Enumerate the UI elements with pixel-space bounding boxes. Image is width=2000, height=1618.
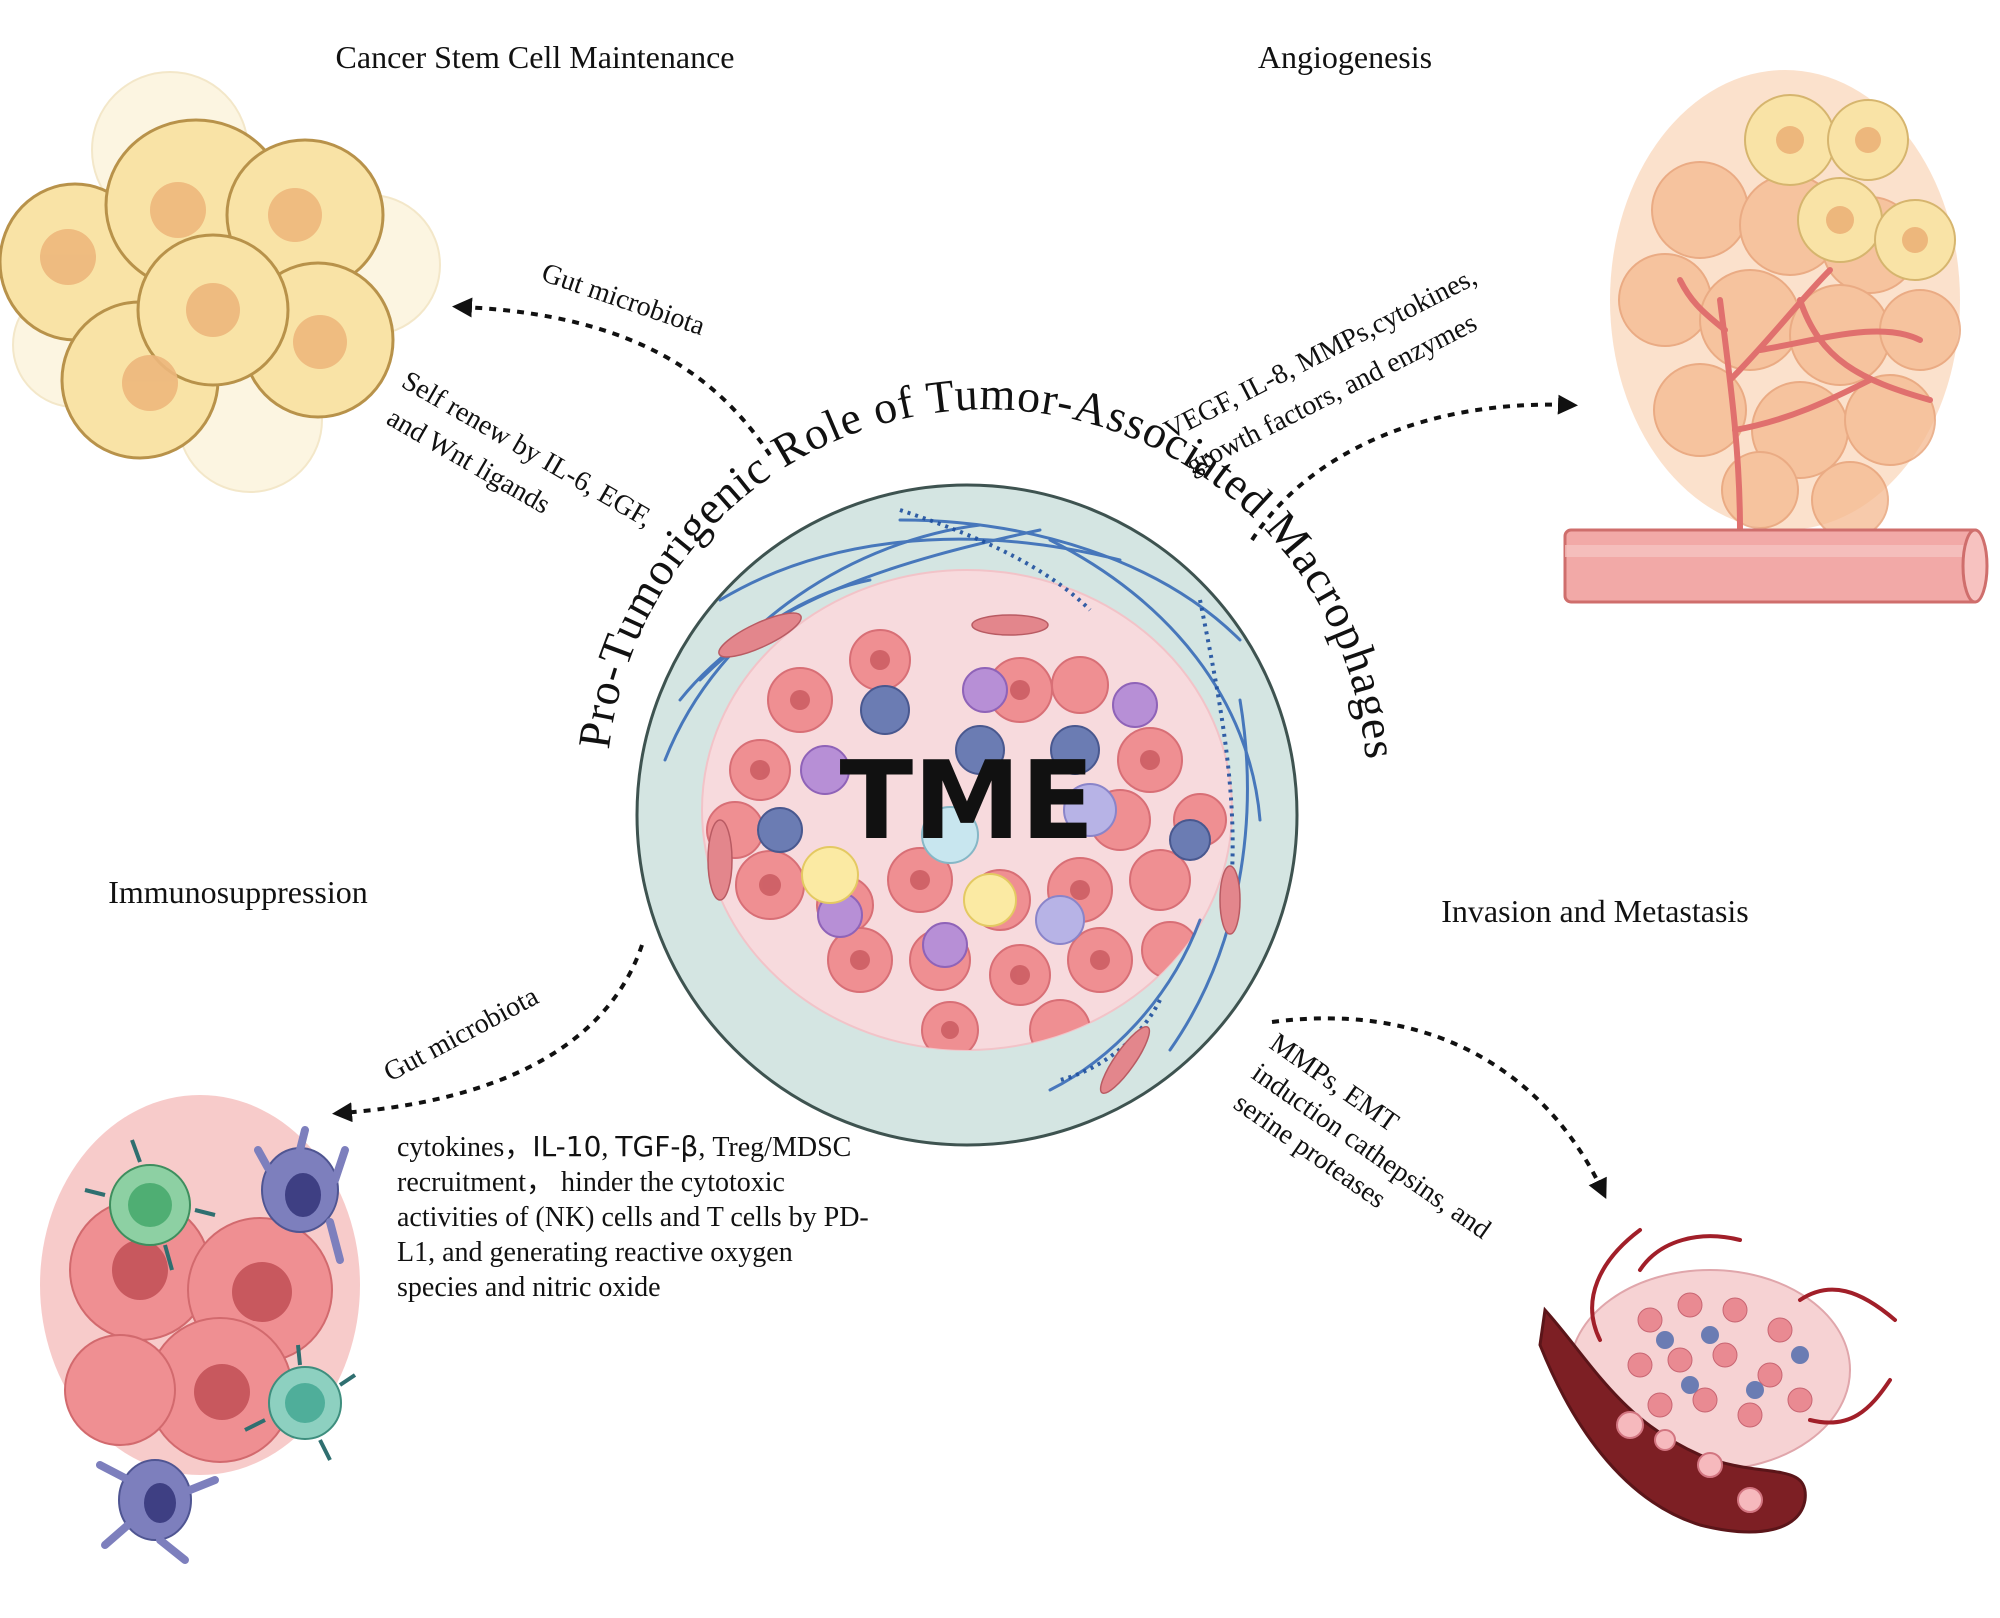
immunosuppression-heading: Immunosuppression [108,874,368,910]
angiogenesis-heading: Angiogenesis [1258,39,1432,75]
cancer-stem-cell-cluster [0,71,441,493]
t-cell-icon [244,1344,357,1461]
arrow-to-immunosuppression [332,944,644,1123]
immunosuppression-description: cytokines，IL-10, TGF-β, Treg/MDSC recrui… [397,1130,869,1303]
immuno-description-line-5: species and nitric oxide [397,1272,661,1303]
invasion-illustration [1538,1228,1897,1534]
immuno-description-line-1: cytokines，IL-10, TGF-β, Treg/MDSC [397,1130,851,1163]
tme-label: TME [840,739,1095,864]
tme-circle: TME [635,483,1299,1147]
dendritic-cell-icon [254,1126,349,1264]
angiogenesis-illustration [1563,70,1989,604]
immuno-description-line-2: recruitment， hinder the cytotoxic [397,1167,785,1198]
invasion-heading: Invasion and Metastasis [1441,893,1749,929]
t-cell-icon [84,1139,216,1271]
arrow-to-angiogenesis [1250,394,1578,542]
immunosuppression-microbiota-label: Gut microbiota [379,981,544,1089]
immuno-description-line-4: L1, and generating reactive oxygen [397,1237,793,1268]
cancer-stem-microbiota-label: Gut microbiota [538,257,710,342]
arrow-to-invasion [1271,1016,1607,1200]
dendritic-cell-icon [96,1459,219,1564]
cancer-stem-heading: Cancer Stem Cell Maintenance [336,39,735,75]
immuno-description-line-3: activities of (NK) cells and T cells by … [397,1202,869,1233]
immunosuppression-illustration [40,1095,360,1564]
arrow-to-cancer-stem [452,297,772,457]
